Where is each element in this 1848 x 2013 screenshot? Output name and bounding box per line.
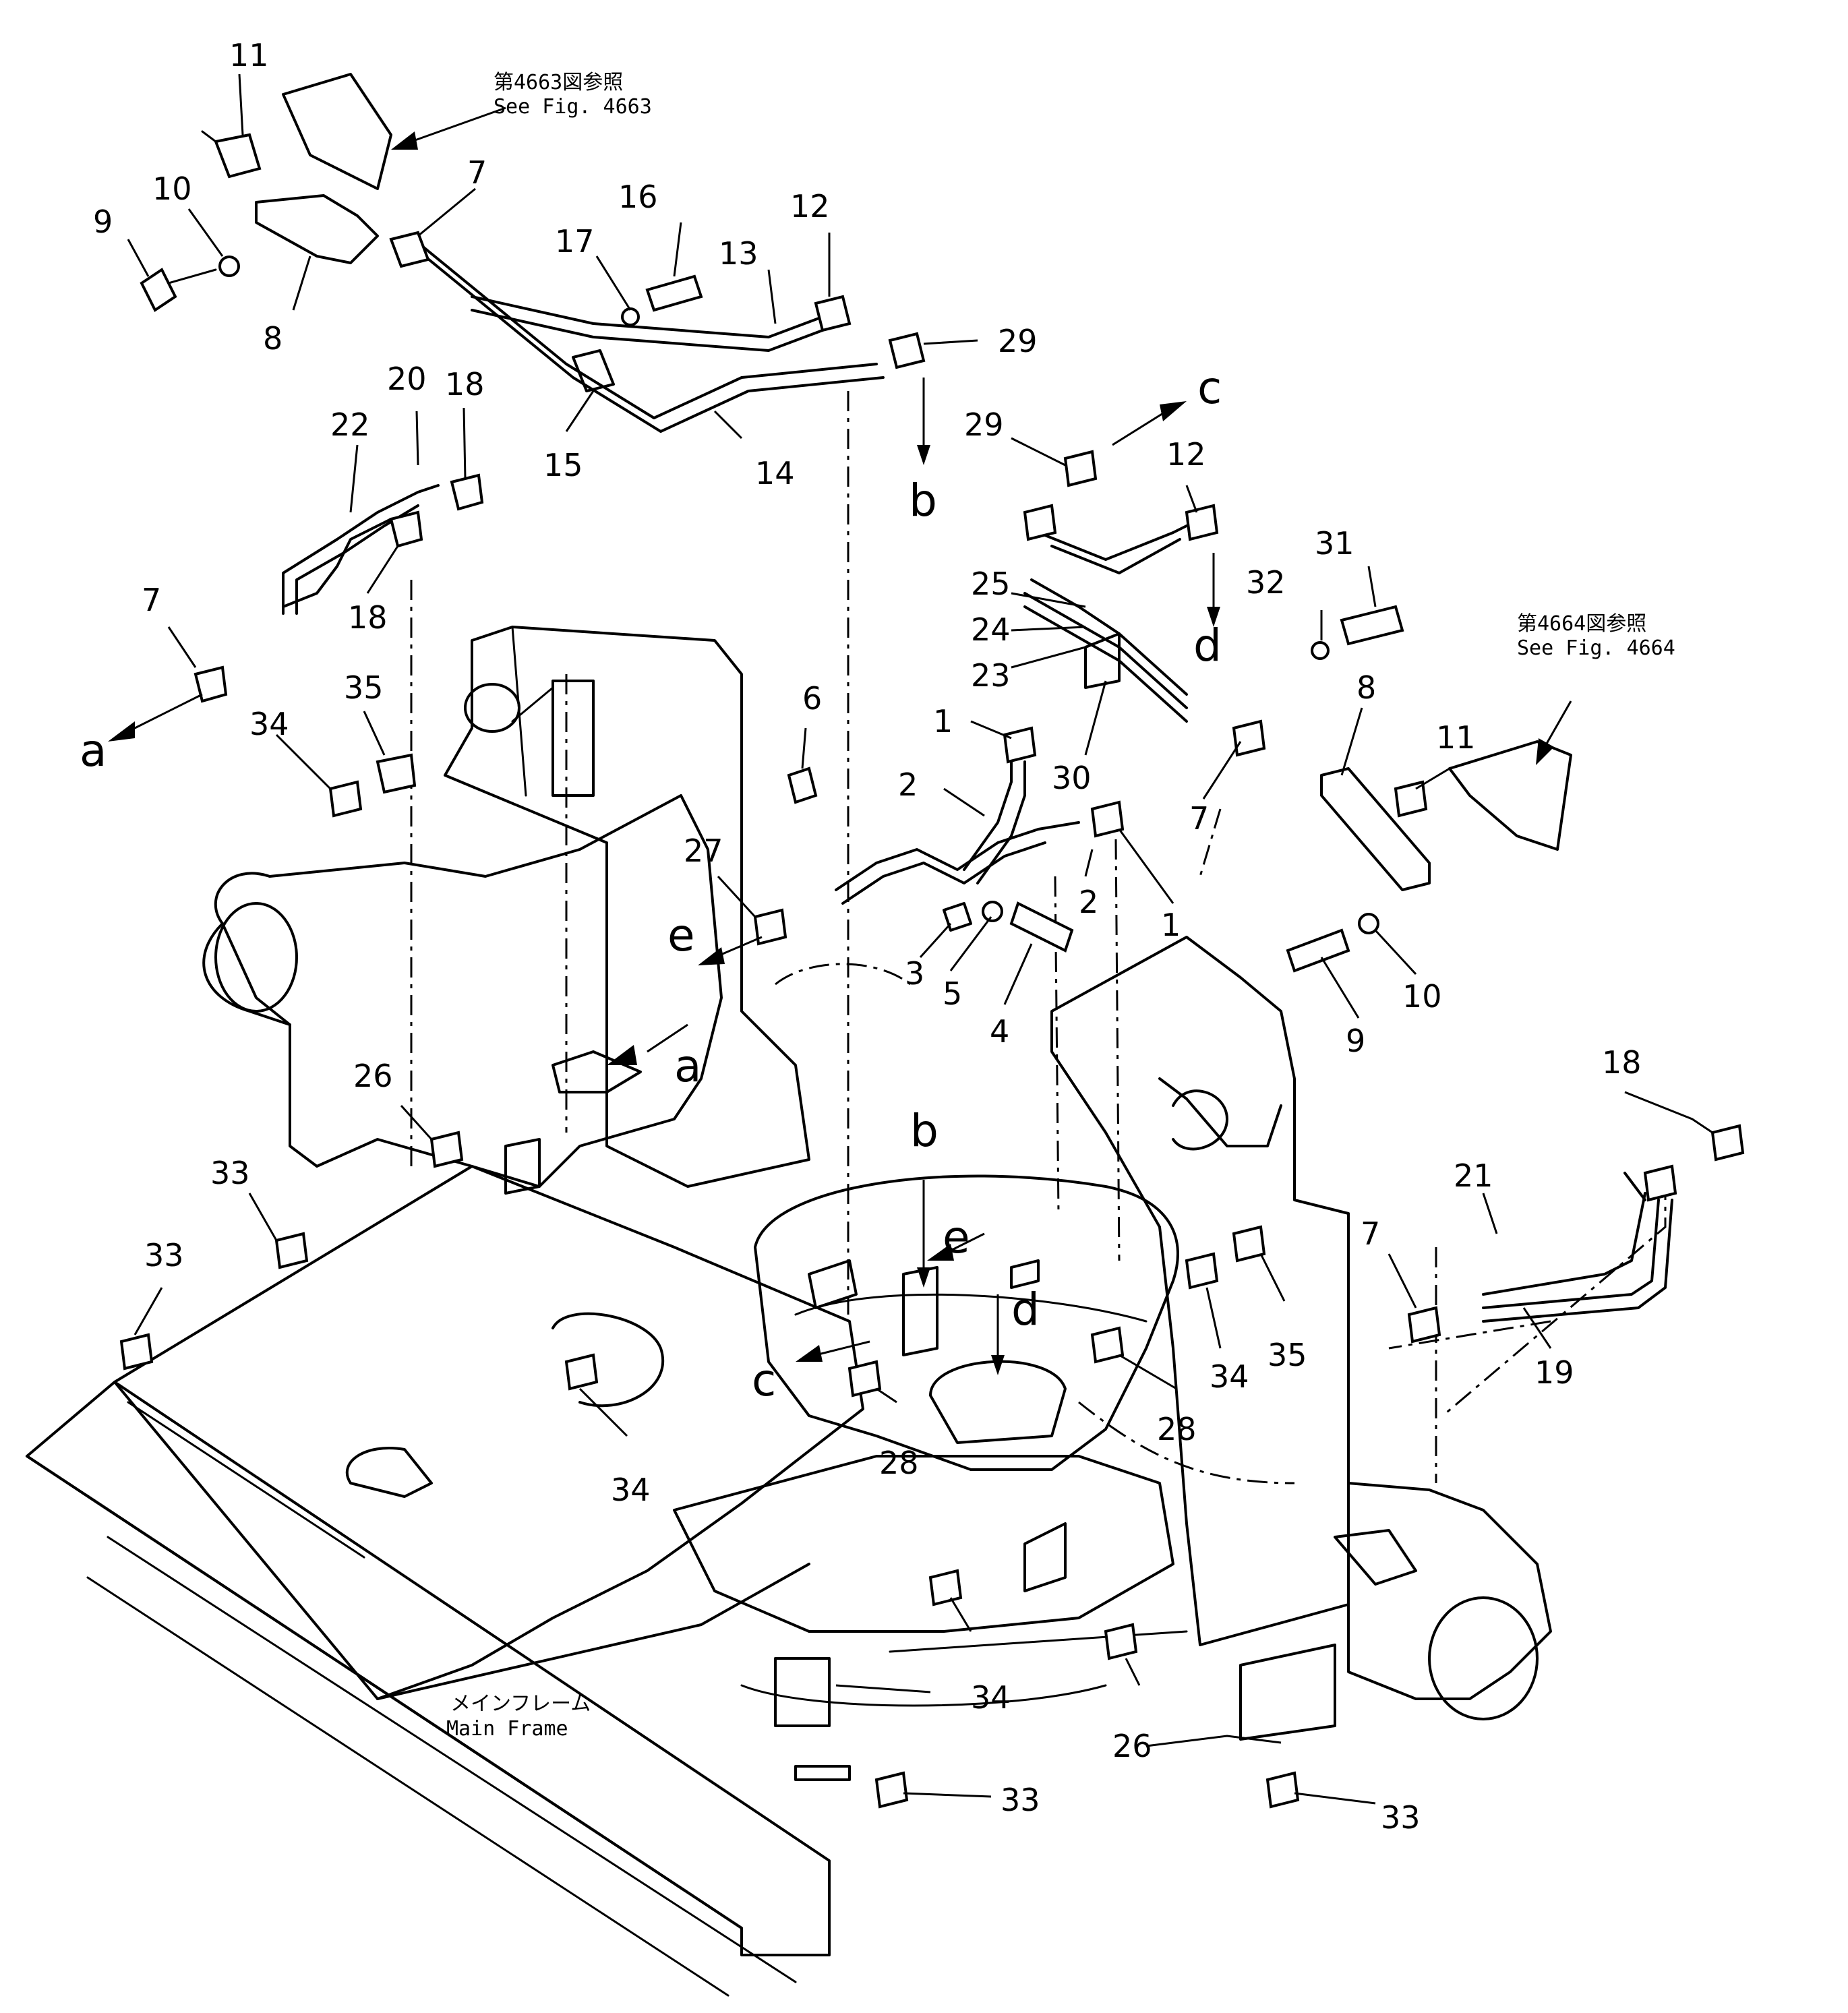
callout-33-left2: 33 (144, 1237, 184, 1273)
letter-e-mid: e (943, 1211, 970, 1263)
callout-6: 6 (802, 680, 822, 717)
callout-2-mid: 2 (1079, 884, 1098, 920)
callout-5: 5 (943, 975, 962, 1012)
pipes-and-hoses (282, 241, 1673, 1323)
ref-left-jp: 第4663図参照 (494, 71, 623, 94)
callout-14: 14 (755, 455, 795, 491)
letter-b-mid: b (910, 1105, 938, 1157)
callout-9-right: 9 (1346, 1023, 1365, 1059)
callout-7-left: 7 (142, 582, 161, 618)
callout-31: 31 (1315, 525, 1354, 562)
callout-28-right: 28 (1157, 1411, 1197, 1447)
callout-11-right: 11 (1436, 719, 1476, 756)
callout-7-mid: 7 (1189, 800, 1209, 837)
callout-26-bottom: 26 (1112, 1728, 1152, 1764)
callout-19: 19 (1534, 1354, 1574, 1391)
main-frame-jp: メインフレーム (450, 1692, 591, 1716)
callout-25: 25 (971, 566, 1011, 602)
letter-d-top: d (1193, 620, 1222, 671)
callout-3: 3 (905, 955, 924, 992)
callout-13: 13 (719, 235, 758, 272)
callout-26-left: 26 (353, 1058, 393, 1094)
leader-lines (127, 73, 1713, 1805)
ref-right-jp: 第4664図参照 (1517, 612, 1646, 636)
callout-29-mid: 29 (964, 407, 1004, 443)
callout-18-left2: 18 (348, 599, 388, 636)
reference-notes: 第4663図参照 See Fig. 4663 第4664図参照 See Fig.… (446, 71, 1675, 1741)
callout-20: 20 (387, 361, 427, 397)
callout-12-top: 12 (790, 188, 830, 224)
callout-35-right: 35 (1268, 1337, 1307, 1373)
main-frame-structure (26, 626, 1552, 1997)
callout-29-top: 29 (998, 323, 1038, 359)
letter-e-left: e (667, 909, 695, 961)
callout-33-left1: 33 (210, 1155, 250, 1191)
main-frame-en: Main Frame (446, 1717, 568, 1741)
callout-1-mid: 1 (1161, 907, 1181, 943)
connection-letters: a a b b c c d d e e (80, 362, 1222, 1406)
callout-9-top: 9 (93, 204, 113, 240)
callout-10-right: 10 (1402, 978, 1442, 1015)
connection-arrows (108, 107, 1572, 1375)
letter-c-top: c (1197, 362, 1222, 414)
callout-12-mid: 12 (1166, 436, 1206, 473)
callout-21: 21 (1454, 1158, 1493, 1194)
callout-17: 17 (555, 223, 595, 260)
callout-8-right: 8 (1357, 669, 1376, 706)
ref-left-en: See Fig. 4663 (494, 95, 652, 119)
callout-2-top: 2 (898, 767, 918, 803)
callout-33-bottom-mid: 33 (1001, 1782, 1040, 1818)
callout-24: 24 (971, 611, 1011, 648)
callout-34-bottom: 34 (971, 1679, 1011, 1716)
callout-4: 4 (990, 1013, 1009, 1050)
callout-23: 23 (971, 657, 1011, 694)
callout-18-left: 18 (445, 366, 485, 402)
callout-11-top: 11 (229, 37, 269, 73)
callout-7-right: 7 (1361, 1215, 1380, 1252)
callout-16: 16 (618, 179, 658, 215)
letter-b-top: b (909, 475, 937, 527)
fittings (119, 130, 1745, 1809)
callout-33-bottom-right: 33 (1381, 1799, 1421, 1836)
callout-22: 22 (330, 407, 370, 443)
letter-a-mid: a (674, 1040, 701, 1092)
callout-15: 15 (543, 447, 583, 483)
callout-34-left: 34 (249, 706, 289, 742)
callout-35-left: 35 (344, 669, 384, 706)
callout-30: 30 (1052, 760, 1092, 796)
callout-10-top: 10 (152, 171, 192, 207)
callout-18-right: 18 (1602, 1044, 1642, 1081)
callout-7-top: 7 (467, 154, 487, 191)
callout-34-right: 34 (1210, 1358, 1249, 1395)
callout-1-top: 1 (933, 703, 953, 740)
letter-a-left: a (80, 725, 107, 777)
letter-c-bottom: c (752, 1354, 776, 1406)
callout-34-lowleft: 34 (611, 1472, 651, 1508)
callout-27: 27 (684, 833, 723, 869)
part-callouts: 11 10 9 8 7 17 16 13 12 29 15 14 20 18 2… (93, 37, 1642, 1836)
callout-8-top: 8 (263, 320, 282, 357)
callout-32: 32 (1246, 564, 1286, 601)
callout-28-left: 28 (879, 1445, 919, 1481)
letter-d-mid: d (1011, 1284, 1040, 1335)
ref-right-en: See Fig. 4664 (1517, 636, 1675, 660)
